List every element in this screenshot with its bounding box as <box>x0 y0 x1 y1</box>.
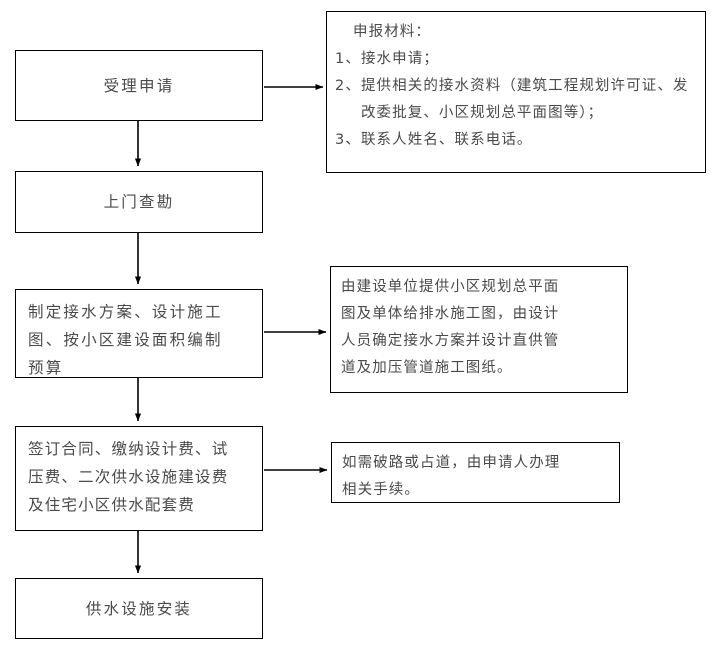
process-step-1-label: 受理申请 <box>103 76 175 95</box>
note-1-item-3: 3、 联系人姓名、联系电话。 <box>335 127 699 154</box>
note-1-title: 申报材料： <box>353 24 431 40</box>
note-3-text: 如需破路或占道，由申请人办理 相关手续。 <box>342 455 561 498</box>
note-1-item-1-number: 1、 <box>335 51 361 67</box>
process-step-3-label: 制定接水方案、设计施工 图、按小区建设面积编制 预算 <box>28 303 223 377</box>
note-1-item-3-text: 联系人姓名、联系电话。 <box>360 132 533 148</box>
note-1-item-1: 1、 接水申请； <box>335 46 699 73</box>
process-step-3[interactable]: 制定接水方案、设计施工 图、按小区建设面积编制 预算 <box>15 289 263 378</box>
note-2-text: 由建设单位提供小区规划总平面 图及单体给排水施工图，由设计 人员确定接水方案并设… <box>341 279 560 376</box>
process-step-4-label: 签订合同、缴纳设计费、试 压费、二次供水设施建设费 及住宅小区供水配套费 <box>28 440 229 514</box>
note-1-content: 申报材料： 1、 接水申请； 2、 提供相关的接水资料（建筑工程规划许可证、发改… <box>327 12 705 154</box>
note-1-item-2-number: 2、 <box>335 78 361 94</box>
note-box-road-permit[interactable]: 如需破路或占道，由申请人办理 相关手续。 <box>331 442 620 503</box>
note-box-application-materials[interactable]: 申报材料： 1、 接水申请； 2、 提供相关的接水资料（建筑工程规划许可证、发改… <box>326 11 706 173</box>
process-step-1[interactable]: 受理申请 <box>15 50 263 121</box>
note-1-item-2: 2、 提供相关的接水资料（建筑工程规划许可证、发改委批复、小区规划总平面图等）； <box>335 73 699 127</box>
note-1-item-3-number: 3、 <box>335 132 361 148</box>
note-1-item-2-text: 提供相关的接水资料（建筑工程规划许可证、发改委批复、小区规划总平面图等）； <box>360 78 689 121</box>
note-box-design-plan[interactable]: 由建设单位提供小区规划总平面 图及单体给排水施工图，由设计 人员确定接水方案并设… <box>330 266 628 393</box>
process-step-2-label: 上门查勘 <box>103 193 175 211</box>
process-step-4[interactable]: 签订合同、缴纳设计费、试 压费、二次供水设施建设费 及住宅小区供水配套费 <box>15 426 263 531</box>
process-step-5-label: 供水设施安装 <box>85 599 193 618</box>
note-1-item-1-text: 接水申请； <box>360 51 439 67</box>
process-step-5[interactable]: 供水设施安装 <box>15 578 263 639</box>
process-step-2[interactable]: 上门查勘 <box>15 171 263 233</box>
